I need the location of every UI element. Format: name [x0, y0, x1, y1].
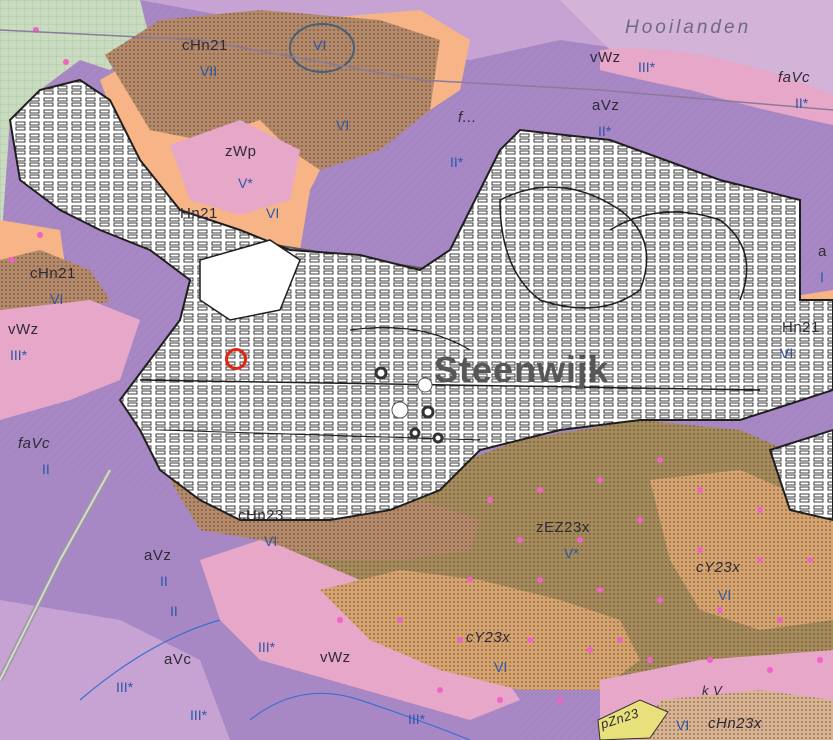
location-circle-icon[interactable]	[225, 348, 247, 370]
soil-label: a	[818, 243, 827, 260]
class-label: VI	[718, 587, 732, 603]
class-label: II	[42, 461, 50, 477]
class-label: III*	[258, 639, 276, 655]
class-label: VI	[266, 205, 280, 221]
class-label: VI	[494, 659, 508, 675]
class-label: VI	[50, 291, 64, 307]
soil-label: f...	[458, 109, 477, 126]
class-label: VI	[336, 117, 350, 133]
class-label: II*	[795, 95, 809, 111]
class-label: II*	[450, 154, 464, 170]
soil-label: Hn21	[782, 319, 820, 336]
class-label: III*	[638, 59, 656, 75]
class-label: II	[170, 603, 178, 619]
soil-label: vWz	[320, 649, 351, 666]
class-label: VI	[264, 533, 278, 549]
soil-label: cHn23	[238, 507, 284, 524]
town-name: Steenwijk	[434, 349, 610, 390]
class-label: VII	[200, 63, 218, 79]
class-label: VI	[313, 37, 327, 53]
soil-label: zEZ23x	[536, 519, 590, 536]
soil-label: cHn23x	[708, 715, 762, 732]
class-label: III*	[116, 679, 134, 695]
class-label: III*	[190, 707, 208, 723]
class-label: VI	[676, 717, 690, 733]
class-label: II	[160, 573, 168, 589]
soil-label: faVc	[18, 435, 51, 452]
soil-label: Hn21	[180, 205, 218, 222]
class-label: III*	[10, 347, 28, 363]
class-label: V*	[238, 175, 253, 191]
soil-label: aVz	[592, 97, 620, 114]
class-label: V*	[564, 545, 579, 561]
soil-label: cY23x	[466, 629, 511, 646]
soil-label: cHn21	[30, 265, 76, 282]
class-label: II*	[598, 123, 612, 139]
soil-label: vWz	[590, 49, 621, 66]
soil-label: cY23x	[696, 559, 741, 576]
soil-label: vWz	[8, 321, 39, 338]
class-label: VI	[780, 345, 794, 361]
place-name: Hooilanden	[625, 17, 752, 38]
soil-label: zWp	[225, 143, 257, 160]
soil-label: cHn21	[182, 37, 228, 54]
soil-label: aVc	[164, 651, 192, 668]
built-up-area	[8, 78, 833, 522]
class-label: III*	[408, 711, 426, 727]
soil-label: aVz	[144, 547, 172, 564]
soil-label: faVc	[778, 69, 811, 86]
soil-label: k V	[702, 683, 723, 698]
class-label: I	[820, 269, 824, 285]
